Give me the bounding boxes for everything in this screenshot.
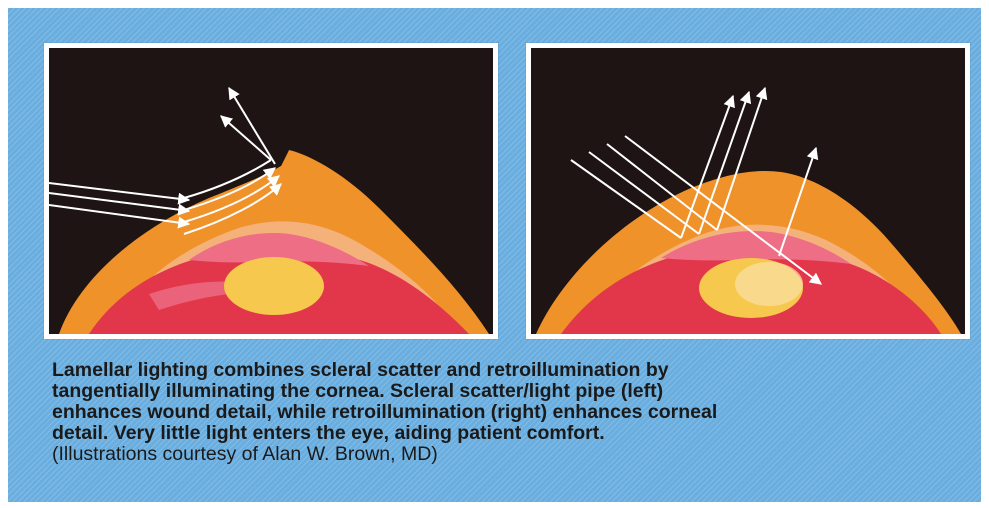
illustration-credit: (Illustrations courtesy of Alan W. Brown…: [52, 444, 952, 465]
background-panel: Lamellar lighting combines scleral scatt…: [8, 8, 981, 502]
caption-line-2: tangentially illuminating the cornea. Sc…: [52, 381, 952, 402]
illustration-left-frame: [44, 43, 498, 339]
lens: [224, 257, 324, 315]
caption-line-4: detail. Very little light enters the eye…: [52, 423, 952, 444]
caption-line-1: Lamellar lighting combines scleral scatt…: [52, 360, 952, 381]
caption-line-3: enhances wound detail, while retroillumi…: [52, 402, 952, 423]
scleral-scatter-illustration: [49, 48, 493, 334]
figure-caption: Lamellar lighting combines scleral scatt…: [52, 360, 952, 465]
lens-glow: [735, 262, 803, 306]
illustration-right-frame: [526, 43, 970, 339]
retroillumination-illustration: [531, 48, 965, 334]
